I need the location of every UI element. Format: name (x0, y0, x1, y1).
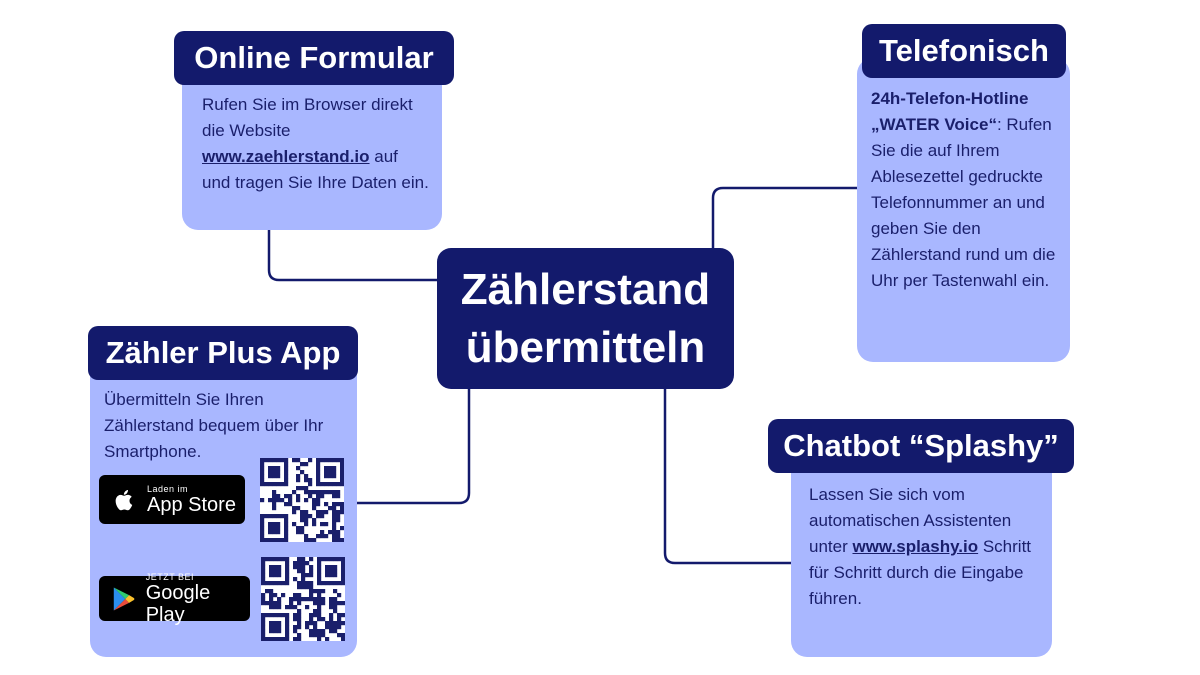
apple-icon (115, 489, 133, 510)
app-store-qr-code[interactable] (260, 458, 345, 543)
hotline-name: 24h-Telefon-Hotline „WATER Voice“ (871, 89, 1029, 134)
google-play-qr-code[interactable] (261, 557, 346, 642)
google-play-badge[interactable]: JETZT BEI Google Play (99, 572, 250, 626)
app-card: Übermitteln Sie Ihren Zählerstand bequem… (90, 360, 357, 657)
chatbot-link[interactable]: www.splashy.io (852, 537, 979, 556)
online-form-card: Rufen Sie im Browser direkt die Website … (182, 70, 442, 230)
google-play-big: Google Play (145, 581, 211, 626)
app-title: Zähler Plus App (88, 326, 358, 380)
app-store-small: Laden im (147, 483, 189, 494)
chatbot-card: Lassen Sie sich vom automatischen Assist… (791, 455, 1052, 657)
connector-telefon (711, 186, 858, 248)
telephone-description: 24h-Telefon-Hotline „WATER Voice“: Rufen… (871, 89, 1056, 290)
qr-code-pattern (260, 458, 345, 543)
central-topic: Zählerstand übermitteln (437, 248, 734, 389)
app-description: Übermitteln Sie Ihren Zählerstand bequem… (104, 390, 324, 461)
central-topic-line1: Zählerstand (460, 264, 711, 314)
app-store-badge[interactable]: Laden im App Store (99, 475, 245, 524)
google-play-icon (113, 587, 135, 610)
connector-app (357, 389, 471, 505)
online-form-title: Online Formular (174, 31, 454, 85)
telephone-title: Telefonisch (862, 24, 1066, 78)
connector-chatbot (663, 389, 792, 565)
google-play-text: JETZT BEI Google Play (146, 572, 250, 626)
telephone-card: 24h-Telefon-Hotline „WATER Voice“: Rufen… (857, 58, 1070, 362)
online-form-link[interactable]: www.zaehlerstand.io (202, 147, 370, 166)
app-store-big: App Store (147, 493, 236, 516)
connector-online (267, 228, 437, 282)
online-form-description: Rufen Sie im Browser direkt die Website … (202, 95, 429, 192)
chatbot-description: Lassen Sie sich vom automatischen Assist… (809, 485, 1032, 608)
google-play-small: JETZT BEI (145, 571, 195, 582)
qr-code-pattern (261, 557, 346, 642)
central-topic-line2: übermitteln (465, 322, 706, 372)
chatbot-title: Chatbot “Splashy” (768, 419, 1074, 473)
app-store-text: Laden im App Store (147, 484, 236, 516)
